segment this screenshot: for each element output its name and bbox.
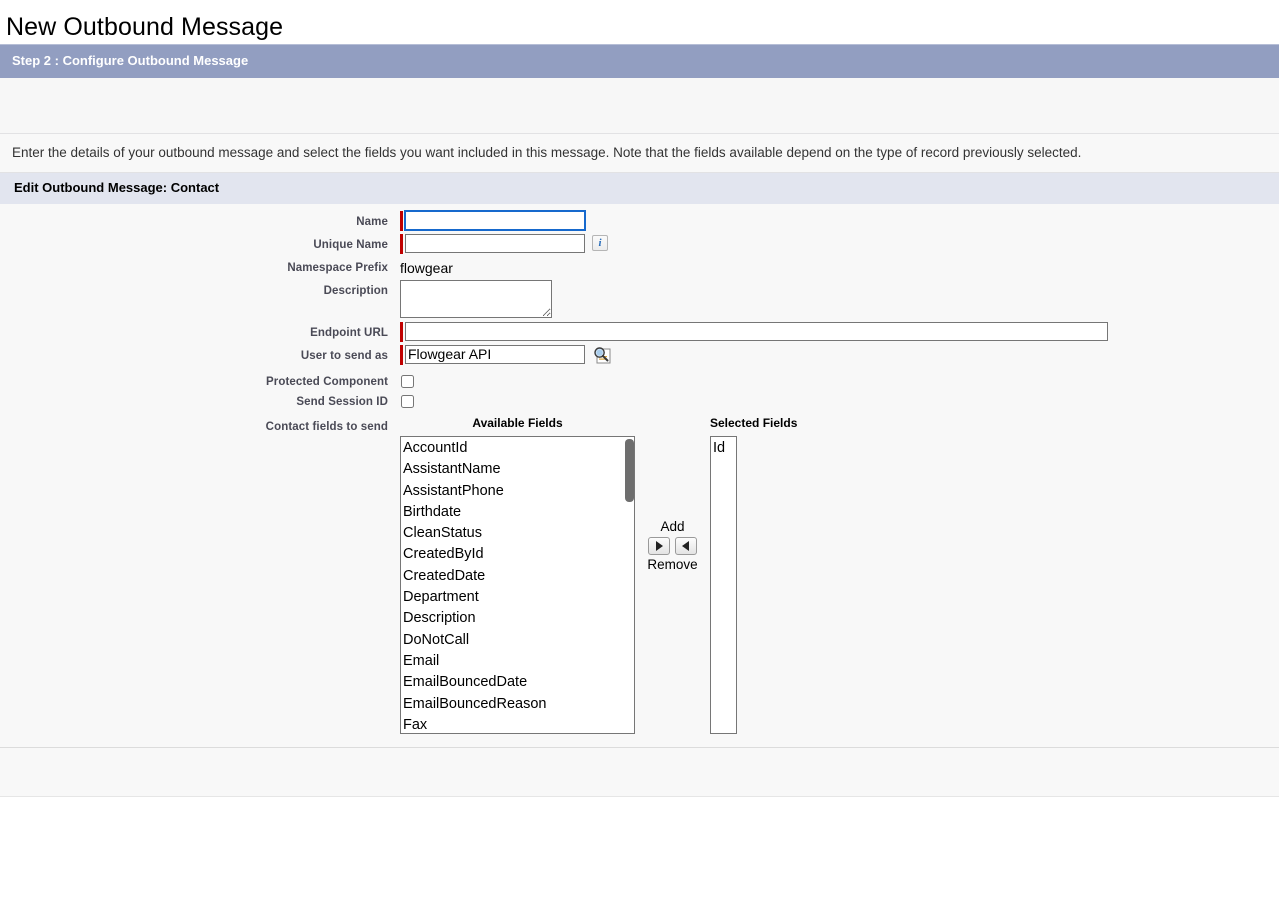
name-input[interactable] bbox=[404, 210, 586, 231]
arrow-right-icon bbox=[655, 541, 663, 551]
unique-name-input[interactable] bbox=[405, 234, 585, 253]
list-item[interactable]: DoNotCall bbox=[403, 631, 470, 648]
namespace-prefix-value: flowgear bbox=[400, 260, 453, 276]
list-item[interactable]: AssistantName bbox=[403, 461, 501, 478]
description-textarea[interactable] bbox=[400, 280, 552, 318]
list-item[interactable]: EmailBouncedDate bbox=[403, 674, 528, 691]
required-marker-unique-name bbox=[400, 234, 403, 254]
section-title-bar: Edit Outbound Message: Contact bbox=[0, 173, 1279, 204]
list-item[interactable]: CreatedById bbox=[403, 546, 484, 563]
intro-description: Enter the details of your outbound messa… bbox=[0, 134, 1279, 173]
list-item[interactable]: AssistantPhone bbox=[403, 482, 504, 499]
field-endpoint-url bbox=[400, 322, 1279, 342]
list-item[interactable]: AccountId bbox=[403, 440, 468, 456]
step-header-bar: Step 2 : Configure Outbound Message bbox=[0, 44, 1279, 78]
label-unique-name: Unique Name bbox=[313, 239, 388, 251]
top-spacer-panel bbox=[0, 78, 1279, 134]
lookup-search-icon[interactable] bbox=[592, 345, 612, 365]
label-protected-component: Protected Component bbox=[265, 376, 388, 388]
available-fields-header: Available Fields bbox=[472, 416, 563, 430]
form-row-fields-to-send: Contact fields to send Available Fields … bbox=[0, 416, 1279, 734]
footer-panel bbox=[0, 748, 1279, 797]
form-row-name: Name bbox=[0, 210, 1279, 231]
add-remove-controls: Add Remove bbox=[635, 416, 710, 573]
selected-fields-list: Id bbox=[711, 437, 736, 459]
remove-label: Remove bbox=[647, 557, 698, 572]
available-fields-scrollbar[interactable] bbox=[625, 437, 634, 733]
required-marker-user-to-send-as bbox=[400, 345, 403, 365]
label-user-to-send-as: User to send as bbox=[300, 350, 388, 362]
label-endpoint-url: Endpoint URL bbox=[310, 327, 388, 339]
arrow-left-icon bbox=[682, 541, 690, 551]
protected-component-checkbox[interactable] bbox=[401, 375, 414, 388]
list-item[interactable]: EmailBouncedReason bbox=[403, 695, 547, 712]
outbound-message-form: Name Unique Name i Namespace Prefix bbox=[0, 204, 1279, 748]
field-name bbox=[400, 210, 1279, 231]
form-row-protected-component: Protected Component bbox=[0, 371, 1279, 388]
field-description bbox=[400, 280, 1279, 318]
list-item[interactable]: Fax bbox=[403, 716, 428, 733]
label-fields-to-send: Contact fields to send bbox=[265, 421, 388, 433]
label-description: Description bbox=[323, 285, 388, 297]
label-namespace-prefix: Namespace Prefix bbox=[287, 262, 388, 274]
field-namespace-prefix: flowgear bbox=[400, 257, 1279, 277]
form-row-user-to-send-as: User to send as bbox=[0, 345, 1279, 365]
form-row-send-session-id: Send Session ID bbox=[0, 391, 1279, 408]
field-unique-name: i bbox=[400, 234, 1279, 254]
field-user-to-send-as bbox=[400, 345, 1279, 365]
add-label: Add bbox=[660, 519, 685, 534]
list-item[interactable]: Email bbox=[403, 652, 440, 669]
form-row-description: Description bbox=[0, 280, 1279, 318]
page-title: New Outbound Message bbox=[6, 13, 284, 41]
list-item[interactable]: Department bbox=[403, 589, 479, 606]
form-row-namespace-prefix: Namespace Prefix flowgear bbox=[0, 257, 1279, 277]
remove-button[interactable] bbox=[674, 537, 697, 555]
list-item[interactable]: CreatedDate bbox=[403, 567, 486, 584]
label-name: Name bbox=[356, 216, 388, 228]
info-icon[interactable]: i bbox=[592, 235, 608, 251]
field-protected-component bbox=[400, 371, 1279, 388]
list-item[interactable]: Id bbox=[713, 440, 726, 456]
required-marker-endpoint-url bbox=[400, 322, 403, 342]
user-to-send-as-input[interactable] bbox=[405, 345, 585, 364]
form-row-unique-name: Unique Name i bbox=[0, 234, 1279, 254]
send-session-id-checkbox[interactable] bbox=[401, 395, 414, 408]
scrollbar-thumb[interactable] bbox=[625, 439, 634, 502]
list-item[interactable]: CleanStatus bbox=[403, 525, 482, 542]
selected-fields-listbox[interactable]: Id bbox=[710, 436, 737, 734]
selected-fields-column: Selected Fields Id bbox=[710, 416, 810, 734]
add-button[interactable] bbox=[648, 537, 671, 555]
selected-fields-header: Selected Fields bbox=[710, 416, 798, 430]
label-send-session-id: Send Session ID bbox=[296, 396, 388, 408]
required-marker-name bbox=[400, 211, 403, 231]
field-send-session-id bbox=[400, 391, 1279, 408]
list-item[interactable]: Birthdate bbox=[403, 503, 462, 520]
list-item[interactable]: Description bbox=[403, 610, 476, 627]
endpoint-url-input[interactable] bbox=[405, 322, 1108, 341]
form-row-endpoint-url: Endpoint URL bbox=[0, 322, 1279, 342]
